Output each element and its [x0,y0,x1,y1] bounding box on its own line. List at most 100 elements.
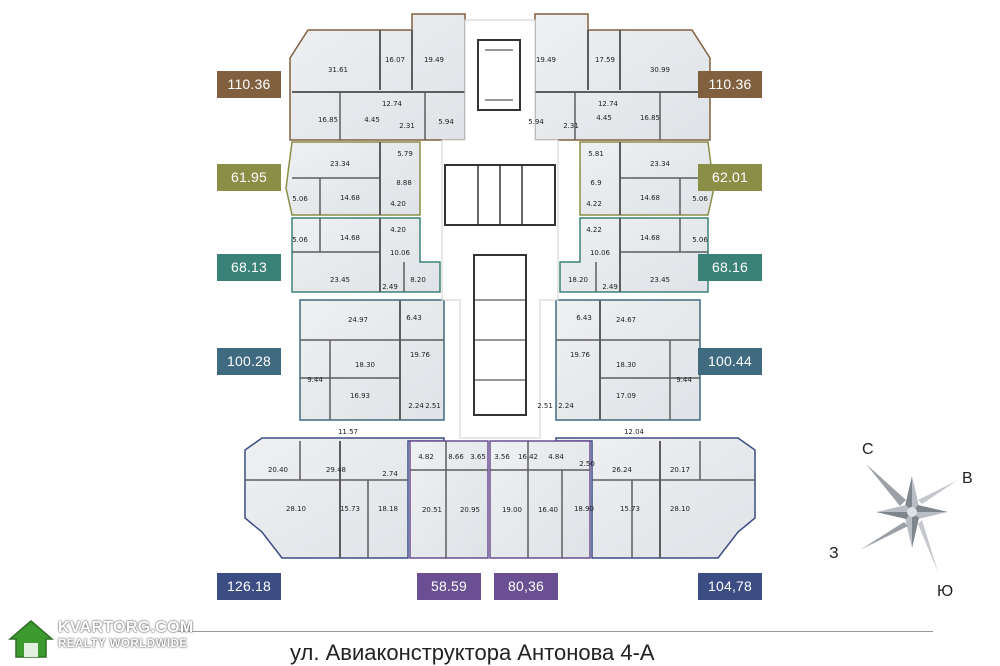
area-badge[interactable]: 61.95 [217,164,281,191]
room-area: 31.61 [328,66,348,74]
area-badge[interactable]: 58.59 [417,573,481,600]
room-area: 18.20 [568,276,588,284]
room-area: 17.09 [616,392,636,400]
area-badge[interactable]: 110.36 [217,71,281,98]
room-area: 3.65 [470,453,486,461]
unit-left-62[interactable] [285,141,421,216]
room-area: 28.10 [286,505,306,513]
area-badge[interactable]: 110.36 [698,71,762,98]
area-badge[interactable]: 68.13 [217,254,281,281]
room-area: 16.85 [640,114,660,122]
room-area: 2.51 [537,402,553,410]
room-area: 10.06 [390,249,411,257]
room-area: 4.22 [586,226,602,234]
area-badge[interactable]: 100.28 [217,348,281,375]
room-area: 4.82 [418,453,434,461]
street-caption: ул. Авиаконструктора Антонова 4-А [290,640,655,665]
watermark: KVARTORG.COM REALTY WORLDWIDE [8,619,193,659]
room-area: 8.88 [396,179,412,187]
house-logo-icon [8,620,54,658]
unit-center-58[interactable] [409,440,489,559]
room-area: 2.50 [579,460,595,468]
watermark-line2: REALTY WORLDWIDE [58,638,188,650]
room-area: 18.18 [378,505,398,513]
room-area: 5.94 [528,118,544,126]
room-area: 4.20 [390,226,406,234]
room-area: 19.49 [536,56,556,64]
room-area: 5.06 [292,195,308,203]
room-area: 2.49 [602,283,618,291]
room-area: 19.76 [570,351,591,359]
room-area: 17.59 [595,56,615,64]
area-badge[interactable]: 62.01 [698,164,762,191]
room-area: 23.45 [330,276,350,284]
room-area: 16.07 [385,56,405,64]
room-area: 30.99 [650,66,670,74]
unit-right-104[interactable] [555,437,756,559]
compass-east-label: В [962,470,973,487]
room-area: 5.06 [692,236,708,244]
unit-left-100[interactable] [299,299,445,421]
room-area: 28.10 [670,505,690,513]
unit-right-110[interactable] [534,13,711,141]
room-area: 20.95 [460,506,480,514]
room-area-labels: 31.61 16.07 19.49 12.74 16.85 4.45 2.31 … [268,56,708,514]
room-area: 20.40 [268,466,288,474]
room-area: 15.73 [340,505,360,513]
room-area: 9.44 [307,376,323,384]
area-badge[interactable]: 80,36 [494,573,558,600]
room-area: 4.45 [364,116,380,124]
unit-left-68[interactable] [291,217,441,293]
room-area: 2.51 [425,402,441,410]
room-area: 4.20 [390,200,406,208]
room-area: 18.90 [574,505,594,513]
unit-left-126[interactable] [244,437,445,559]
room-area: 12.74 [598,100,619,108]
room-area: 26.24 [612,466,633,474]
room-area: 19.00 [502,506,522,514]
room-area: 2.31 [399,122,415,130]
room-area: 11.57 [338,428,358,436]
room-area: 5.06 [692,195,708,203]
room-area: 14.68 [640,234,660,242]
unit-right-100[interactable] [555,299,701,421]
room-area: 16.40 [538,506,558,514]
room-area: 23.45 [650,276,670,284]
compass-rose-icon [860,464,958,572]
unit-center-80[interactable] [489,440,591,559]
area-badge[interactable]: 104,78 [698,573,762,600]
area-badge[interactable]: 126.18 [217,573,281,600]
compass-north-label: С [862,441,874,458]
room-area: 4.22 [586,200,602,208]
area-badge[interactable]: 68.16 [698,254,762,281]
room-area: 23.34 [330,160,351,168]
room-area: 6.43 [576,314,592,322]
room-area: 4.84 [548,453,564,461]
room-area: 10.06 [590,249,611,257]
room-area: 15.73 [620,505,640,513]
room-area: 14.68 [340,234,360,242]
area-badge[interactable]: 100.44 [698,348,762,375]
room-area: 5.81 [588,150,604,158]
unit-right-68[interactable] [559,217,709,293]
room-area: 24.67 [616,316,636,324]
room-area: 9.44 [676,376,692,384]
room-area: 20.17 [670,466,690,474]
room-area: 5.94 [438,118,454,126]
room-area: 4.45 [596,114,612,122]
room-area: 14.68 [640,194,660,202]
room-area: 2.74 [382,470,398,478]
room-area: 20.51 [422,506,442,514]
room-area: 16.85 [318,116,338,124]
room-area: 14.68 [340,194,360,202]
room-area: 2.24 [558,402,574,410]
caption-divider [178,631,933,632]
room-area: 16.42 [518,453,538,461]
room-area: 5.06 [292,236,308,244]
room-area: 23.34 [650,160,671,168]
building-core [441,19,559,439]
room-area: 2.49 [382,283,398,291]
room-area: 24.97 [348,316,368,324]
room-area: 2.24 [408,402,424,410]
